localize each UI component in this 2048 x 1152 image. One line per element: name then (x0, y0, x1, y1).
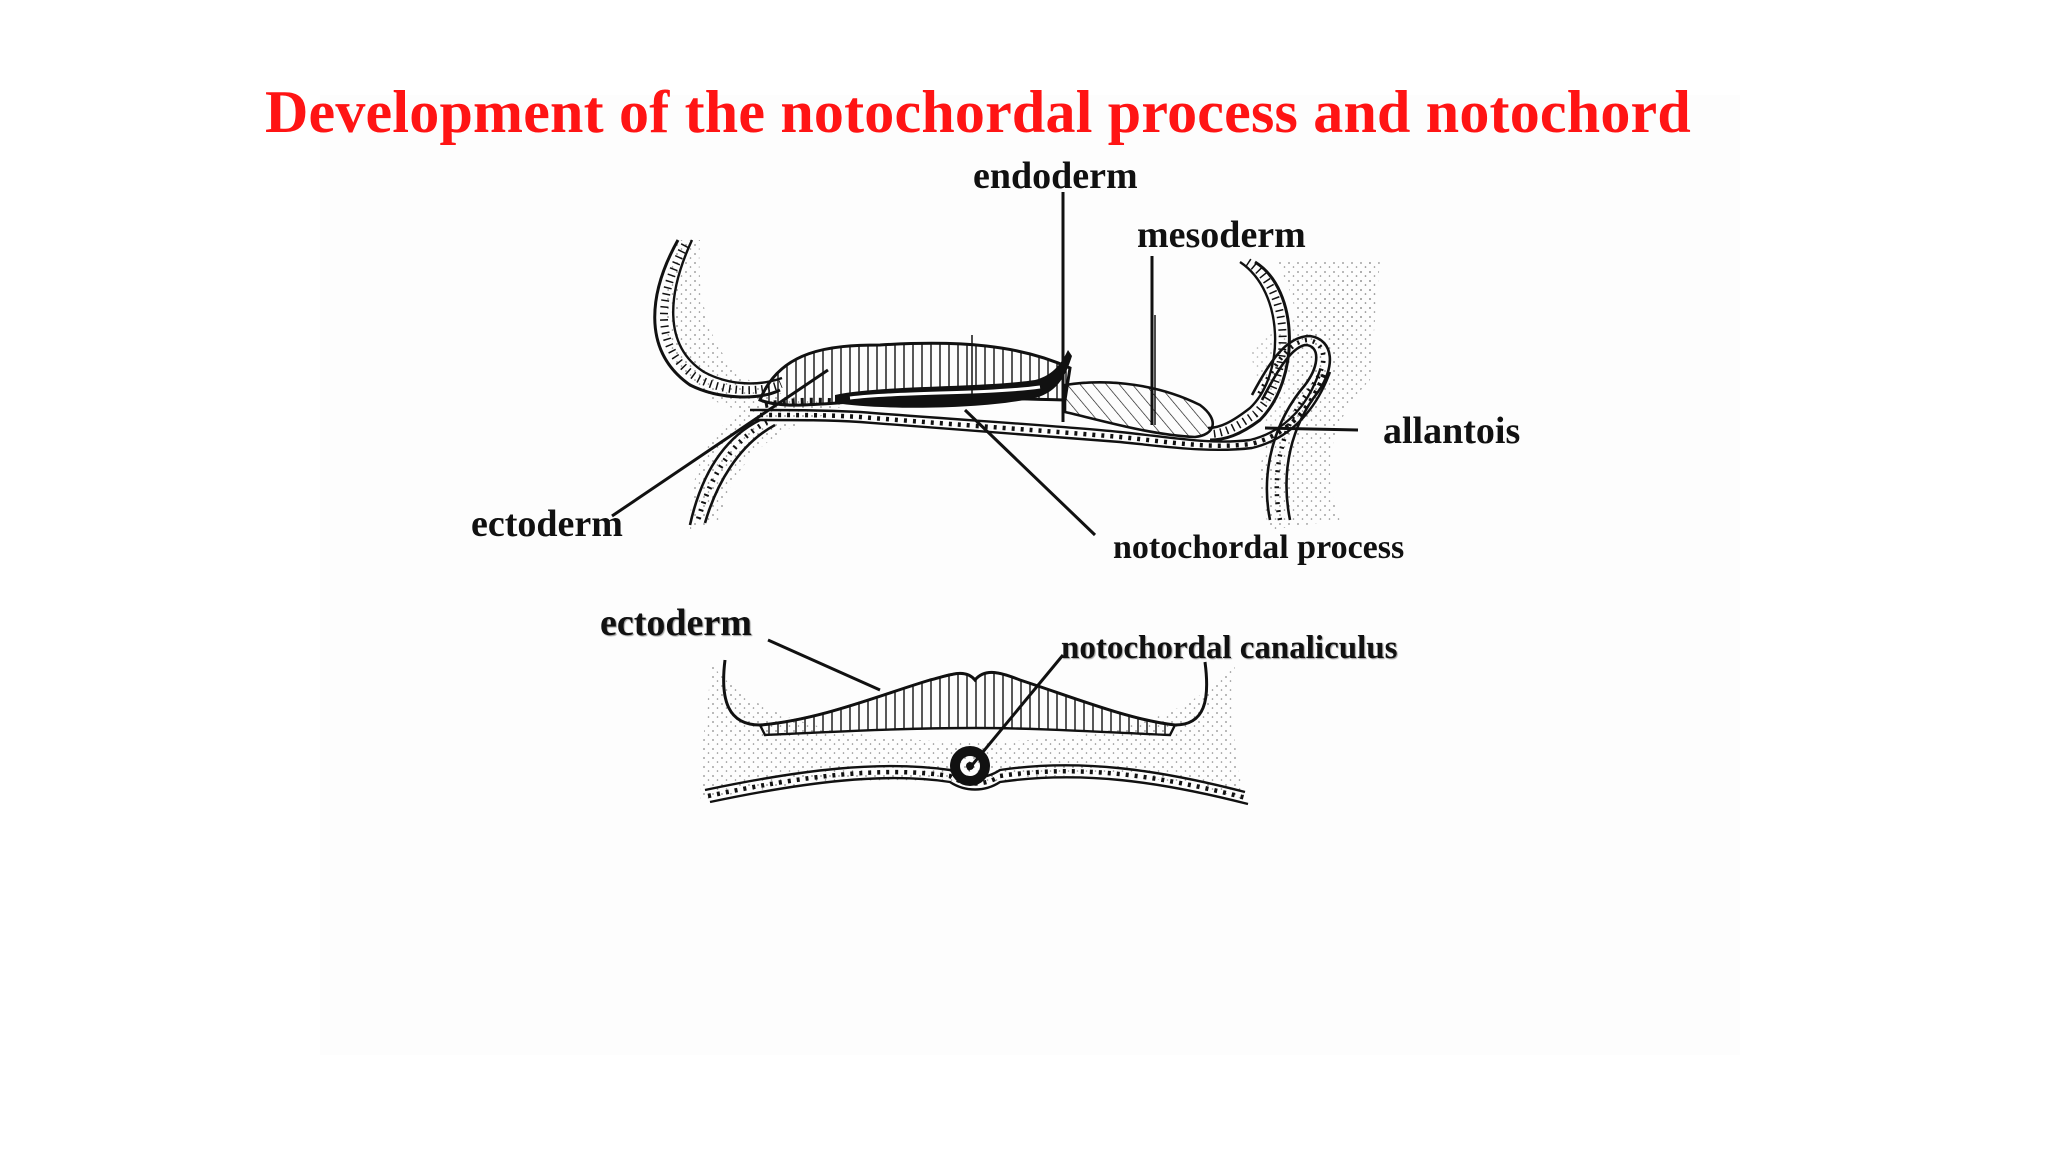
allantois-loop (1260, 343, 1318, 521)
endoderm-layer (749, 369, 1322, 443)
mesoderm-wing (1063, 381, 1214, 439)
amnion-right-outer (1209, 260, 1291, 442)
notochord-ring (950, 746, 990, 786)
amnion-left-inner (672, 239, 783, 385)
left-mesenchyme (666, 240, 850, 530)
leader-lines-upper (611, 192, 1359, 537)
sagittal-section (653, 239, 1380, 530)
diagram-background (320, 95, 1740, 1055)
transverse-section (700, 659, 1249, 806)
yolk-sac-wall (688, 418, 761, 526)
slide-title: Development of the notochordal process a… (265, 79, 1691, 145)
label-ectoderm-bottom: ectoderm (600, 602, 752, 644)
label-notochordal-canaliculus: notochordal canaliculus (1061, 630, 1398, 666)
label-allantois: allantois (1383, 410, 1521, 452)
label-endoderm: endoderm (973, 155, 1138, 197)
label-mesoderm: mesoderm (1137, 214, 1306, 256)
leader-lines-lower (767, 638, 1065, 771)
notochordal-process (835, 350, 1072, 408)
amnion-left-outer (653, 239, 781, 399)
label-notochordal-process: notochordal process (1113, 529, 1405, 566)
label-ectoderm-top: ectoderm (471, 503, 623, 545)
amnion-right-inner (1207, 261, 1277, 430)
